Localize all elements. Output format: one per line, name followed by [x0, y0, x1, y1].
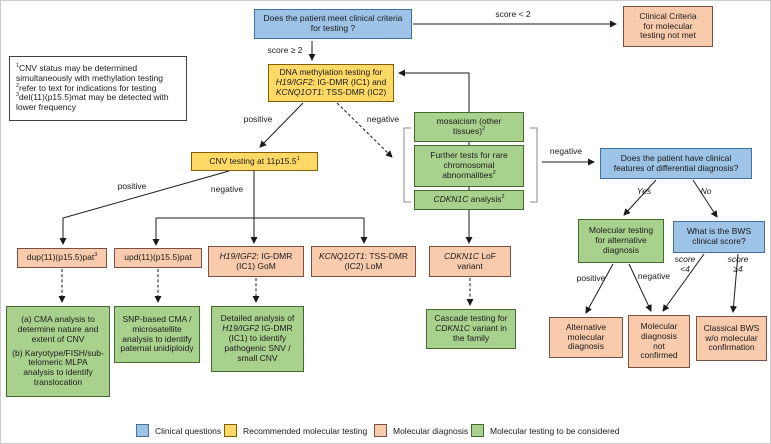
label-alt-negative: negative: [637, 271, 671, 281]
label-meth-negative: negative: [366, 114, 400, 124]
legend-label-diagnosis: Molecular diagnosis: [393, 425, 469, 436]
legend-swatch-recommended: [224, 424, 237, 437]
arrow-alt-negative: [628, 263, 652, 312]
label-no: No: [700, 186, 712, 196]
legend-label-clinical: Clinical questions: [155, 425, 222, 436]
arrow-differential-yes: [623, 179, 657, 216]
legend-item-clinical: Clinical questions: [136, 424, 221, 437]
label-cnv-positive: positive: [117, 181, 147, 191]
arrow-cnv-positive: [59, 170, 230, 245]
legend-item-considered: Molecular testing to be considered: [471, 424, 619, 437]
label-score-lt2: score < 2: [495, 9, 531, 19]
bracket-right: [530, 127, 538, 203]
legend-item-diagnosis: Molecular diagnosis: [374, 424, 468, 437]
dup-result-box: dup(11)(p15.5)pat3: [17, 248, 107, 268]
arrow-meth-negative: [336, 102, 393, 158]
label-cnv-negative: negative: [210, 184, 244, 194]
arrow-score-lt4: [662, 253, 705, 312]
arrow-alt-positive: [585, 263, 614, 314]
label-meth-positive: positive: [243, 114, 273, 124]
label-score-lt4: score <4: [674, 254, 696, 274]
arrow-score-ge4: [730, 253, 739, 313]
cdkn1c-analysis-box: CDKN1C analysis2: [414, 190, 524, 210]
legend-label-recommended: Recommended molecular testing: [243, 425, 368, 436]
label-alt-positive: positive: [576, 273, 606, 283]
label-yes: Yes: [636, 186, 652, 196]
legend-swatch-diagnosis: [374, 424, 387, 437]
arrow-differential-no: [692, 179, 718, 218]
arrow-stack-to-methylation: [398, 69, 470, 112]
arrow-meth-positive: [259, 102, 304, 148]
legend-label-considered: Molecular testing to be considered: [490, 425, 620, 436]
h19-gom-box: H19/IGF2: IG-DMR(IC1) GoM: [208, 246, 304, 277]
label-score-ge2: score ≥ 2: [267, 45, 303, 55]
label-score-ge4: score ≥4: [727, 254, 749, 274]
upd-result-box: upd(11)(p15.5)pat: [114, 248, 202, 268]
legend-swatch-clinical: [136, 424, 149, 437]
legend-swatch-considered: [471, 424, 484, 437]
kcnq-lom-box: KCNQ1OT1: TSS-DMR(IC2) LoM: [311, 246, 416, 277]
cnv-testing-box: CNV testing at 11p15.51: [191, 152, 318, 171]
legend-item-recommended: Recommended molecular testing: [224, 424, 367, 437]
label-stack-negative: negative: [549, 146, 583, 156]
bracket-left: [403, 127, 411, 203]
